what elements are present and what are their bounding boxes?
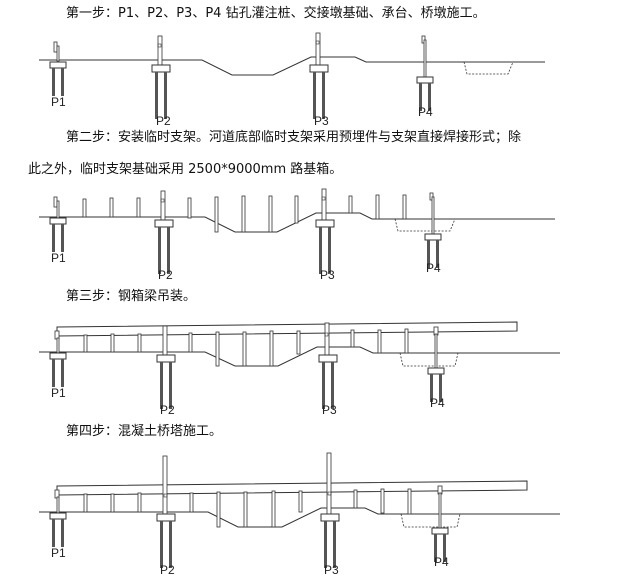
step4-pier-p3: P3 (320, 452, 340, 577)
step2-pier-p2: P2 (154, 190, 174, 282)
step3-label-p4: P4 (430, 396, 445, 410)
step3-temporary-supports (83, 328, 409, 367)
step3-pier-p2: P2 (156, 325, 176, 417)
step2-label-p2: P2 (158, 268, 173, 282)
step1-drawing: P1 P2 P3 P4 (39, 32, 545, 128)
step2-label-p1: P1 (51, 251, 66, 265)
step3-caption: 第三步：钢箱梁吊装。 (66, 289, 197, 304)
step3-label-p2: P2 (160, 403, 175, 417)
step2-pier-p1: P1 (49, 196, 67, 265)
step3-pier-p1: P1 (49, 330, 67, 400)
step1-label-p4: P4 (418, 105, 433, 119)
step4-concrete-tower-p3 (326, 452, 332, 515)
step2-drawing: P1 P2 P3 P4 (39, 188, 555, 282)
step3-steel-box-girder (56, 321, 518, 337)
step2-pier-p4: P4 (424, 192, 442, 275)
step1-caption: 第一步：P1、P2、P3、P4 钻孔灌注桩、交接墩基础、承台、桥墩施工。 (66, 6, 486, 21)
step1-pier-p4: P4 (416, 35, 434, 119)
step4-temporary-supports (83, 488, 412, 528)
step4-pier-p1: P1 (49, 489, 67, 560)
step2-temporary-supports (82, 194, 407, 233)
step4-label-p2: P2 (160, 563, 175, 577)
step1-label-p3: P3 (314, 114, 329, 128)
step2-caption-line1: 第二步：安装临时支架。河道底部临时支架采用预埋件与支架直接焊接形式；除 (66, 130, 522, 145)
step4-label-p4: P4 (434, 555, 449, 569)
step4-label-p3: P3 (324, 563, 339, 577)
step3-pier-p4: P4 (427, 326, 445, 410)
step4-pier-p2: P2 (156, 455, 176, 577)
step1-pier-p2: P2 (151, 35, 171, 128)
step3-label-p3: P3 (322, 403, 337, 417)
step2-pier-p3: P3 (315, 188, 335, 282)
step2-label-p3: P3 (320, 268, 335, 282)
step4-steel-box-girder (56, 480, 528, 496)
step1-pier-p1: P1 (49, 41, 67, 109)
step2-label-p4: P4 (426, 261, 441, 275)
step4-label-p1: P1 (51, 546, 66, 560)
step1-label-p1: P1 (51, 95, 66, 109)
step1-label-p2: P2 (156, 114, 171, 128)
step4-caption: 第四步：混凝土桥塔施工。 (66, 424, 223, 439)
step4-drawing: P1 P2 P3 P4 (39, 452, 560, 577)
step2-caption-line2: 此之外，临时支架基础采用 2500*9000mm 路基箱。 (28, 162, 343, 177)
step3-drawing: P1 P2 P3 P4 (39, 321, 560, 417)
step4-concrete-tower-p2 (162, 455, 168, 515)
step3-label-p1: P1 (51, 386, 66, 400)
step1-pier-p3: P3 (309, 32, 329, 128)
step4-pier-p4: P4 (431, 485, 449, 569)
step3-pier-p3: P3 (318, 322, 338, 417)
